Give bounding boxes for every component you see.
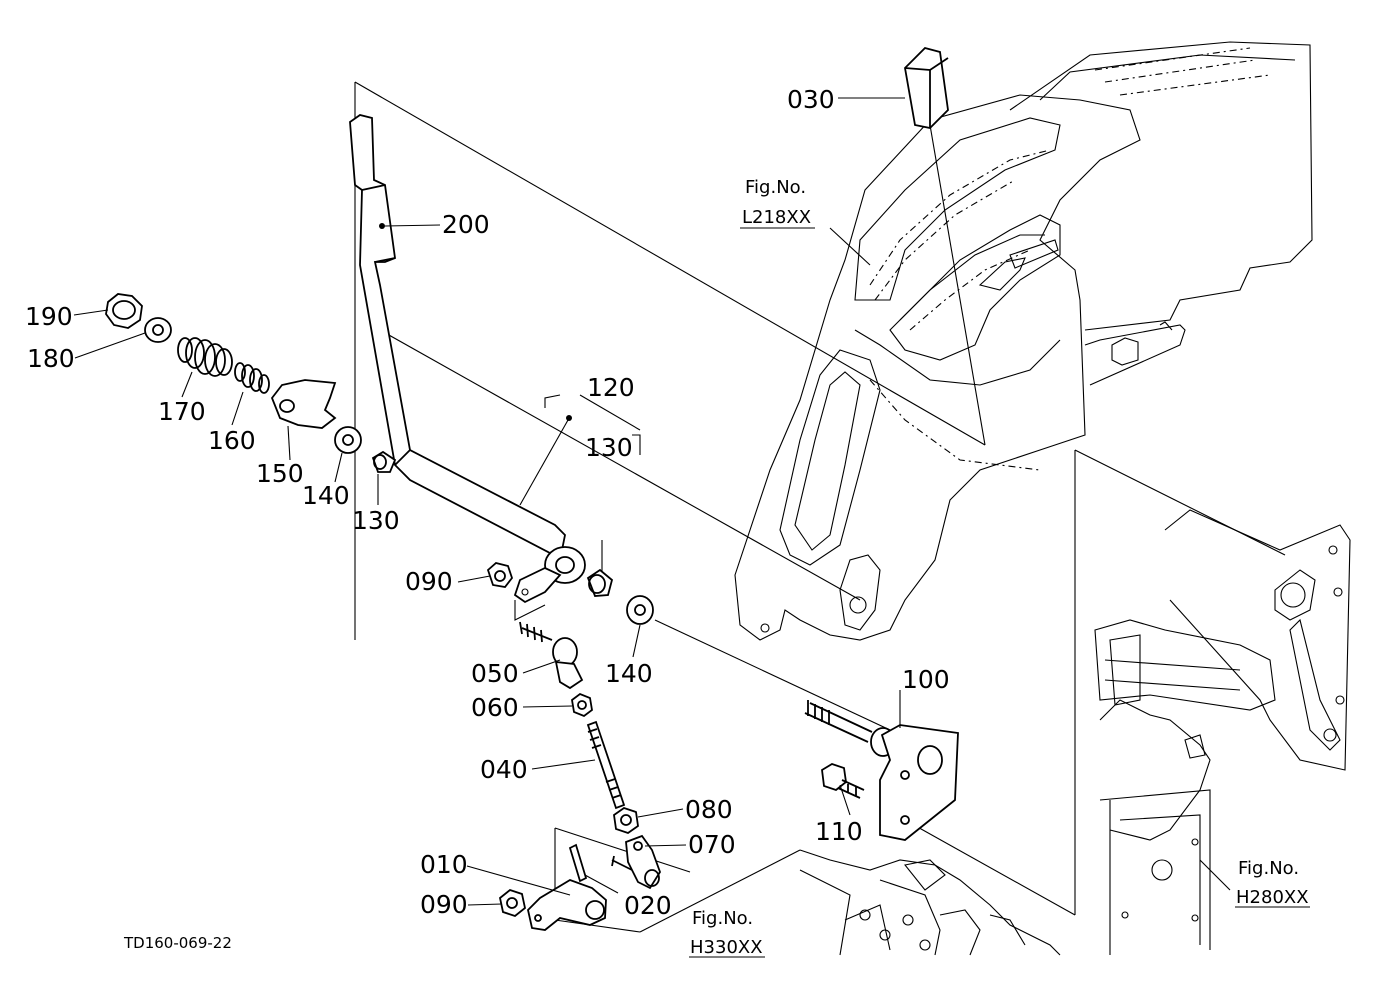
part-140-washer [334, 426, 362, 454]
fig-ref-l218-number: L218XX [742, 207, 811, 228]
part-180-washer [144, 317, 172, 343]
part-190-nut [105, 293, 143, 329]
part-120-marker [519, 415, 572, 506]
label-170: 170 [158, 397, 206, 426]
fender-housing [734, 41, 1313, 641]
label-070: 070 [688, 830, 736, 859]
part-010-arm [527, 879, 607, 931]
part-060-nut [571, 692, 593, 718]
figure-references: Fig.No. L218XX Fig.No. H280XX Fig.No. H3… [690, 177, 1309, 958]
drawing-code: TD160-069-22 [123, 934, 232, 952]
label-120: 120 [587, 373, 635, 402]
label-100: 100 [902, 665, 950, 694]
label-080: 080 [685, 795, 733, 824]
part-130-bushing-lower [586, 568, 614, 597]
part-070-joint [611, 834, 661, 890]
label-150: 150 [256, 459, 304, 488]
label-020: 020 [624, 891, 672, 920]
part-020-pin [568, 843, 588, 883]
part-050-ball-joint [519, 621, 584, 690]
part-080-nut [613, 807, 639, 834]
fig-ref-h280-number: H280XX [1236, 887, 1309, 908]
part-090-nut-lower [499, 888, 526, 918]
label-200: 200 [442, 210, 490, 239]
label-140-lower: 140 [605, 659, 653, 688]
label-110: 110 [815, 817, 863, 846]
label-130: 130 [352, 506, 400, 535]
part-040-rod [586, 720, 626, 810]
label-140: 140 [302, 481, 350, 510]
part-200-lever [349, 114, 586, 604]
label-090: 090 [405, 567, 453, 596]
label-010: 010 [420, 850, 468, 879]
part-labels: 030 200 190 180 170 160 150 140 130 120 … [25, 85, 950, 920]
part-150-plate [270, 379, 337, 429]
label-190: 190 [25, 302, 73, 331]
label-050: 050 [471, 659, 519, 688]
part-110-bolt [821, 763, 865, 799]
part-160-spring [234, 362, 270, 394]
fig-ref-l218-title: Fig.No. [745, 177, 806, 198]
fig-ref-h330-title: Fig.No. [692, 908, 753, 929]
part-140-washer-lower [626, 595, 654, 625]
part-130-bushing [371, 450, 397, 473]
assembly-lines [354, 81, 1286, 933]
control-valve [799, 849, 1061, 956]
part-030-knob [904, 46, 949, 129]
label-130-lower: 130 [585, 433, 633, 462]
part-170-spring [177, 337, 233, 377]
rear-housing [1094, 509, 1351, 955]
part-090-nut [486, 562, 514, 588]
label-030: 030 [787, 85, 835, 114]
label-180: 180 [27, 344, 75, 373]
label-060: 060 [471, 693, 519, 722]
label-090-lower: 090 [420, 890, 468, 919]
fig-ref-h330-number: H330XX [690, 937, 763, 958]
label-160: 160 [208, 426, 256, 455]
fig-ref-h280-title: Fig.No. [1238, 858, 1299, 879]
part-100-bracket [804, 700, 959, 841]
label-leaders [73, 97, 1310, 958]
label-040: 040 [480, 755, 528, 784]
